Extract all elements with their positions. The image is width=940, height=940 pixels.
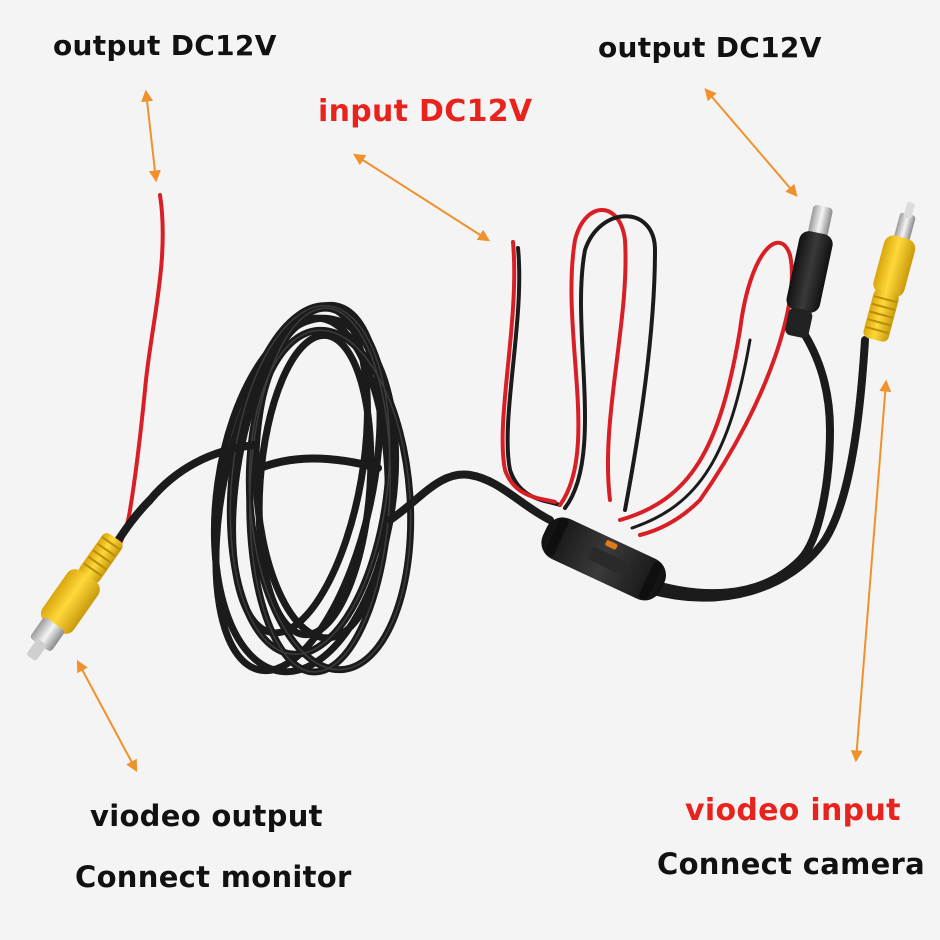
label-connect-monitor: Connect monitor: [75, 860, 352, 894]
label-video-output: viodeo output: [90, 799, 323, 833]
arrow-output-left: [141, 89, 161, 183]
label-connect-camera: Connect camera: [657, 847, 926, 881]
arrow-video-input: [850, 379, 892, 763]
arrow-input: [352, 153, 491, 242]
label-video-input: viodeo input: [685, 793, 901, 828]
dc-power-plug: [785, 205, 833, 338]
label-output-dc12v-right: output DC12V: [598, 31, 822, 64]
black-cable-coil: [210, 301, 415, 676]
annotation-arrows: [76, 88, 892, 773]
arrow-output-right: [704, 88, 798, 197]
junction-box: [541, 517, 666, 601]
rca-connector-right: [863, 201, 916, 342]
red-input-wires: [500, 208, 794, 537]
rca-connector-left: [27, 533, 123, 661]
label-input-dc12v: input DC12V: [318, 94, 533, 129]
label-output-dc12v-left: output DC12V: [53, 29, 277, 62]
arrow-video-output: [76, 659, 138, 773]
